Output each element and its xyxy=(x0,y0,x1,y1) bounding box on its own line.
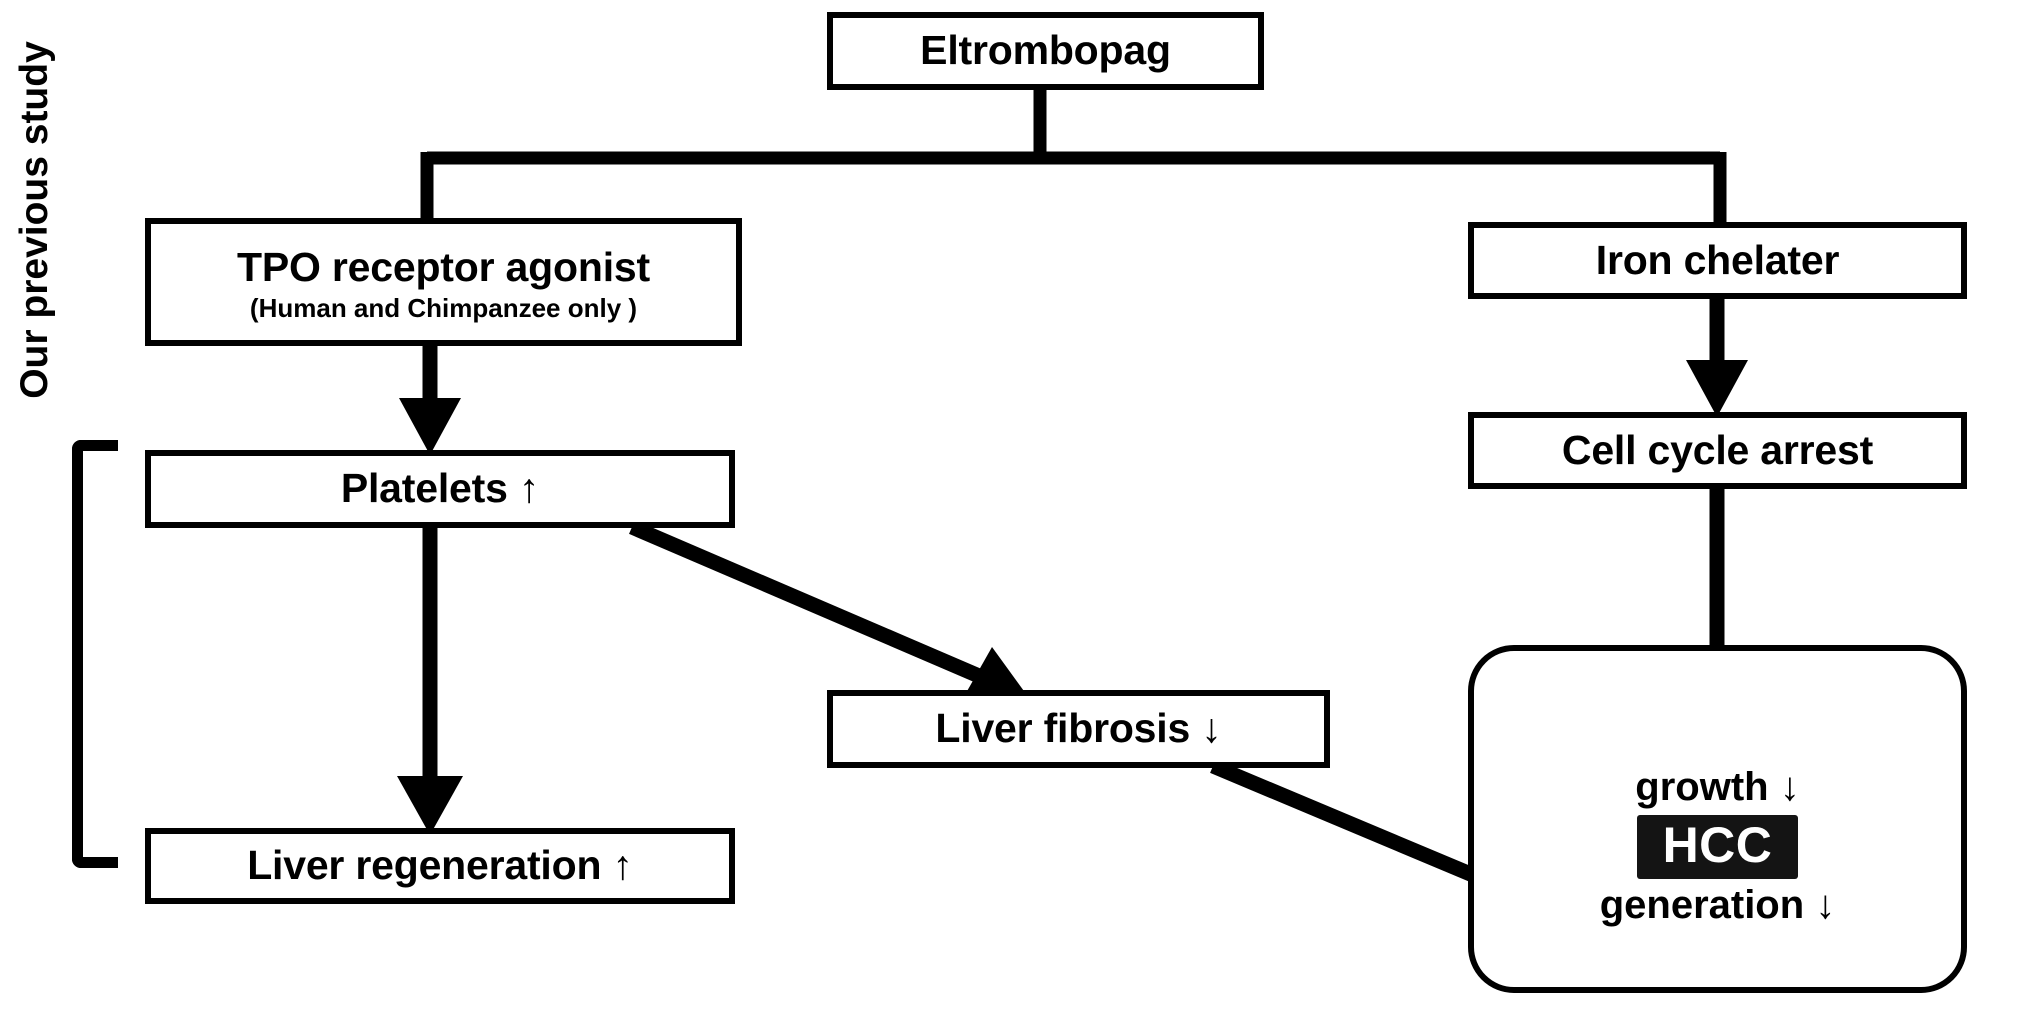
edge-eltrombopag-split xyxy=(420,90,1727,226)
hcc-badge: HCC xyxy=(1636,815,1799,879)
node-eltrombopag-label: Eltrombopag xyxy=(920,27,1171,74)
node-eltrombopag[interactable]: Eltrombopag xyxy=(827,12,1264,90)
previous-study-bracket xyxy=(72,440,118,868)
node-tpo-receptor-agonist-label: TPO receptor agonist xyxy=(237,243,650,290)
edge-iron-to-cell-cycle xyxy=(1686,299,1748,417)
edge-tpo-to-platelets xyxy=(399,346,461,455)
node-tpo-receptor-agonist-sublabel: (Human and Chimpanzee only ) xyxy=(249,292,638,323)
node-tpo-receptor-agonist[interactable]: TPO receptor agonist (Human and Chimpanz… xyxy=(145,218,742,346)
node-platelets-label: Platelets ↑ xyxy=(340,465,540,512)
node-liver-fibrosis[interactable]: Liver fibrosis ↓ xyxy=(827,690,1330,768)
node-iron-chelater-label: Iron chelater xyxy=(1595,236,1840,283)
node-cell-cycle-arrest-label: Cell cycle arrest xyxy=(1561,426,1874,473)
node-liver-regeneration-label: Liver regeneration ↑ xyxy=(247,842,633,889)
node-platelets[interactable]: Platelets ↑ xyxy=(145,450,735,528)
node-liver-fibrosis-label: Liver fibrosis ↓ xyxy=(935,705,1222,752)
bracket-shape xyxy=(72,440,118,868)
hcc-growth-label: growth ↓ xyxy=(1635,765,1800,809)
edge-platelets-to-liver-fibrosis xyxy=(629,520,1029,698)
hcc-outcome-content: growth ↓ HCC generation ↓ xyxy=(1468,645,1967,993)
previous-study-label: Our previous study xyxy=(13,41,56,399)
hcc-generation-label: generation ↓ xyxy=(1599,883,1836,927)
edge-platelets-to-liver-regeneration xyxy=(397,528,463,835)
node-cell-cycle-arrest[interactable]: Cell cycle arrest xyxy=(1468,412,1967,489)
node-iron-chelater[interactable]: Iron chelater xyxy=(1468,222,1967,299)
node-liver-regeneration[interactable]: Liver regeneration ↑ xyxy=(145,828,735,904)
